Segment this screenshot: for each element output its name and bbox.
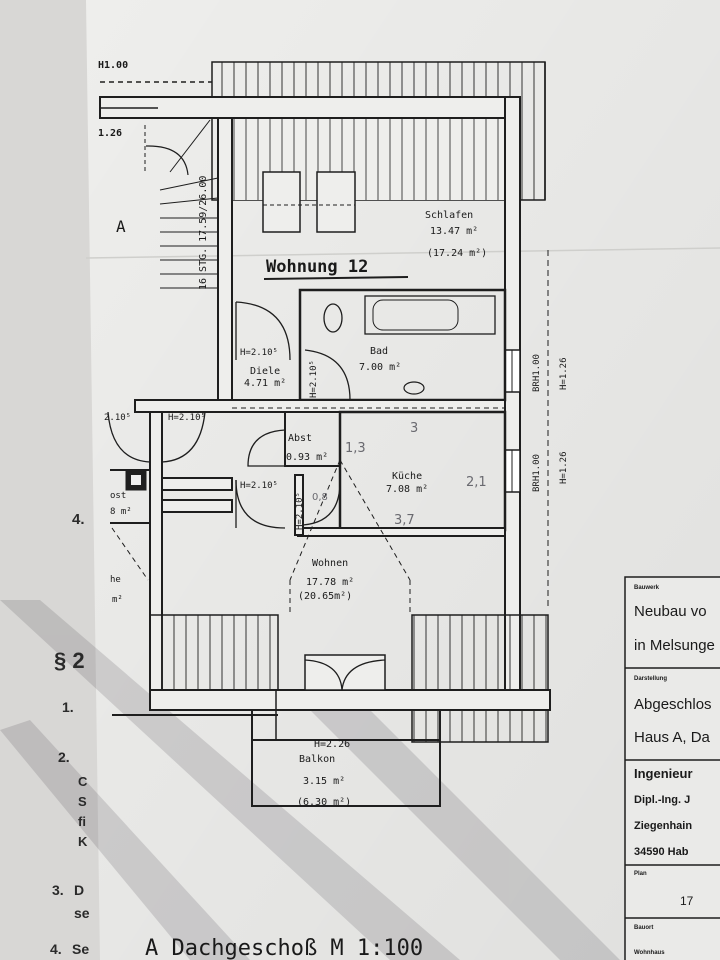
room-area-gross: (17.24 m²) [427,248,487,259]
doc-text-fragment: se [74,905,90,921]
neighbor-room-label: m² [112,595,123,605]
paper-fold [85,247,720,259]
office-line: Dipl.-Ing. J [634,794,690,806]
room-name-wohnen: Wohnen [312,558,348,569]
darstellung-line: Haus A, Da [634,729,711,746]
room-area: 7.00 m² [359,362,401,373]
light-shadows [0,600,620,960]
neighbor-room-label: 8 m² [110,507,132,517]
room-area: 17.78 m² [306,577,354,588]
room-name-abst: Abst [288,433,312,444]
plan-number-label: Plan [634,871,647,877]
height-label: H1.00 [98,60,128,71]
office-line: 34590 Hab [634,846,689,858]
doc-text-fragment: S [78,794,87,809]
room-area: 4.71 m² [244,378,286,389]
room-name-balkon: Balkon [299,754,335,765]
window-label: BRH1.00 [532,354,542,392]
plan-caption: A Dachgeschoß M 1:100 [145,936,423,960]
door-height: H=2.10⁵ [309,360,319,398]
handwritten-note: 0,8 [312,492,328,503]
room-area: 3.15 m² [303,776,345,787]
title-block: Bauwerk Neubau vo in Melsunge Darstellun… [624,576,720,960]
room-area: 13.47 m² [430,226,478,237]
door-height: H=2.10⁵ [240,481,278,491]
room-name-kueche: Küche [392,471,422,482]
bauort-label: Bauort [634,925,653,931]
house-label: A [116,217,126,236]
left-document: 4. § 2 1. 2. C S fi K 3. D se 4. Se [50,511,90,957]
balcony-height: H=2.26 [314,739,350,750]
door-height: H=2.10⁵ [295,492,305,530]
room-name-diele: Diele [250,366,280,377]
room-area: 7.08 m² [386,484,428,495]
doc-text-fragment: D [74,882,84,898]
doc-text-fragment: Se [72,941,89,957]
door-height: H=2.10⁵ [168,413,206,423]
window-label: H=1.26 [559,451,569,484]
stair-label: 16 STG. 17.59/26.00 [198,176,209,290]
handwritten-note: 3,7 [394,513,415,528]
room-area: 0.93 m² [286,452,328,463]
neighbor-room-label: ost [110,491,126,501]
doc-item-number: 1. [62,699,74,715]
bauwerk-line: Neubau vo [634,603,707,620]
plan-labels: H1.00 1.26 A 16 STG. 17.59/26.00 Wohnung… [98,60,569,960]
neighbor-room-label: he [110,575,121,585]
doc-item-number: 4. [72,511,85,528]
door-height: 2.10⁵ [104,413,131,423]
floor-plan [99,61,551,807]
darstellung-line: Abgeschlos [634,696,712,713]
darstellung-label: Darstellung [634,676,667,682]
doc-section-heading: § 2 [54,648,85,673]
office-line: Ziegenhain [634,820,692,832]
window-label: BRH1.00 [532,454,542,492]
bauwerk-label: Bauwerk [634,585,660,591]
door-height: H=2.10⁵ [240,348,278,358]
room-area-gross: (20.65m²) [298,591,352,602]
handwritten-note: 3 [410,421,418,436]
office-line: Ingenieur [634,766,693,781]
bauwerk-line: in Melsunge [634,637,715,654]
doc-text-fragment: K [78,834,88,849]
doc-item-number: 2. [58,749,70,765]
doc-text-fragment: fi [78,814,86,829]
doc-item-number: 4. [50,941,62,957]
apartment-title: Wohnung 12 [266,257,368,277]
plan-number: 17 [680,894,694,908]
doc-item-number: 3. [52,882,64,898]
title-block-label: Wohnhaus [634,950,665,956]
room-name-schlafen: Schlafen [425,210,473,221]
room-name-bad: Bad [370,346,388,357]
handwritten-note: 1,3 [345,441,366,456]
height-label: 1.26 [98,128,122,139]
room-area-gross: (6.30 m²) [297,797,351,808]
window-label: H=1.26 [559,357,569,390]
handwritten-note: 2,1 [466,475,487,490]
doc-text-fragment: C [78,774,88,789]
